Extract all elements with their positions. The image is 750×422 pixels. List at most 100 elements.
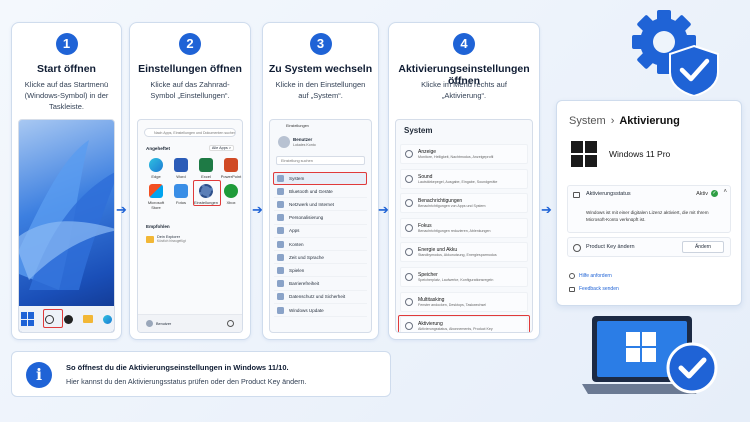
settings-nav-item[interactable]: Konten xyxy=(274,238,367,251)
system-item-icon xyxy=(405,322,413,331)
wallpaper-bloom-icon xyxy=(19,140,114,290)
product-name: Windows 11 Pro xyxy=(609,149,671,159)
settings-nav-item[interactable]: Datenschutz und Sicherheit xyxy=(274,291,367,304)
step-description: Klicke in den Einstellungen auf „System“… xyxy=(275,80,366,100)
chevron-up-icon[interactable]: ˄ xyxy=(723,189,727,195)
product-key-row: Product Key ändern Ändern xyxy=(567,237,731,257)
user-name: Benutzer xyxy=(156,322,172,326)
app-edge[interactable]: Edge xyxy=(143,158,169,179)
system-item-subtitle: Standbymodus, Akkunutzung, Energiesparmo… xyxy=(418,253,497,258)
app-settings[interactable]: Einstellungen xyxy=(193,184,219,205)
search-icon[interactable] xyxy=(45,314,54,324)
app-powerpoint[interactable]: PowerPoint xyxy=(218,158,242,179)
step-4-card: 4 Aktivierungseinstellungen öffnen Klick… xyxy=(388,22,540,340)
change-key-button[interactable]: Ändern xyxy=(682,241,724,253)
start-footer xyxy=(138,314,242,332)
settings-item-label: Netzwerk und Internet xyxy=(289,201,334,207)
laptop-icon xyxy=(582,316,718,394)
system-item-icon xyxy=(405,248,413,257)
breadcrumb-separator: › xyxy=(610,115,615,127)
system-item-subtitle: Speicherplatz, Laufwerke, Konfigurations… xyxy=(418,278,494,282)
settings-nav-item[interactable]: Barrierefreiheit xyxy=(274,278,367,291)
system-item-subtitle: Aktivierungsstatus, Abonnements, Product… xyxy=(418,327,493,332)
power-icon[interactable] xyxy=(227,320,234,327)
activation-panel: System › Aktivierung Windows 11 Pro Akti… xyxy=(556,100,742,306)
settings-screenshot: Einstellungen Benutzer Lokales Konto Ein… xyxy=(269,119,372,333)
task-view-icon[interactable] xyxy=(64,314,73,324)
settings-item-icon xyxy=(277,240,284,248)
settings-item-label: Spielen xyxy=(289,267,305,273)
start-search-input[interactable]: Nach Apps, Einstellungen und Dokumenten … xyxy=(144,128,236,137)
step-number: 1 xyxy=(55,33,78,55)
gear-icon xyxy=(199,184,213,198)
system-item-icon xyxy=(405,174,413,183)
app-xbox[interactable]: Xbox xyxy=(218,184,242,205)
breadcrumb: System › Aktivierung xyxy=(569,115,680,127)
system-title: System xyxy=(404,126,433,135)
arrow-right-icon: ➔ xyxy=(252,202,263,217)
settings-item-icon xyxy=(277,187,284,195)
step-title: Start öffnen xyxy=(37,63,96,75)
recommended-label: Empfohlen xyxy=(146,224,170,229)
settings-nav-item[interactable]: Apps xyxy=(274,225,367,238)
system-item-title: Speicher xyxy=(418,272,438,278)
settings-nav-item[interactable]: Spielen xyxy=(274,264,367,278)
settings-nav-item[interactable]: Personalisierung xyxy=(274,212,367,225)
app-excel[interactable]: Excel xyxy=(193,158,219,179)
help-link[interactable]: Hilfe anfordern xyxy=(569,273,612,279)
step-3-card: 3 Zu System wechseln Klicke in den Einst… xyxy=(262,22,379,340)
step-number: 2 xyxy=(179,33,201,55)
feedback-link[interactable]: Feedback senden xyxy=(569,286,619,292)
settings-item-icon xyxy=(277,280,284,288)
settings-nav-item[interactable]: Netzwerk und Internet xyxy=(274,198,367,212)
step-description: Klicke im Menü rechts auf „Aktivierung“. xyxy=(421,80,507,100)
user-avatar[interactable] xyxy=(146,320,153,327)
step-title: Einstellungen öffnen xyxy=(138,63,242,75)
system-highlight xyxy=(273,172,367,185)
app-store[interactable]: Microsoft Store xyxy=(143,184,169,210)
status-section: Aktivierungsstatus Aktiv ✓ ˄ Windows ist… xyxy=(567,185,731,233)
settings-nav-item[interactable]: Bluetooth und Geräte xyxy=(274,185,367,199)
settings-item-icon xyxy=(277,306,284,314)
settings-search-input[interactable]: Einstellung suchen xyxy=(276,156,365,165)
step-title: Aktivierungseinstellungen öffnen xyxy=(398,63,530,87)
status-value: Aktiv xyxy=(696,191,708,197)
app-word[interactable]: Word xyxy=(168,158,194,179)
settings-item-label: Bluetooth und Geräte xyxy=(289,188,333,194)
step-description: Klicke auf das Zahnrad-Symbol „Einstellu… xyxy=(150,80,230,100)
step-number: 4 xyxy=(453,33,475,55)
pinned-label: Angeheftet xyxy=(146,146,170,151)
system-item-title: Aktivierung xyxy=(418,321,443,328)
settings-item-icon xyxy=(277,174,284,182)
system-item-title: Fokus xyxy=(418,222,432,229)
user-sub: Lokales Konto xyxy=(293,143,316,147)
user-avatar xyxy=(278,136,290,148)
step-2-card: 2 Einstellungen öffnen Klicke auf das Za… xyxy=(129,22,251,340)
settings-item-icon xyxy=(277,293,284,301)
system-item-title: Benachrichtigungen xyxy=(418,198,463,205)
system-item-icon xyxy=(405,150,413,158)
app-photos[interactable]: Fotos xyxy=(168,184,194,205)
file-explorer-icon[interactable] xyxy=(83,315,93,323)
arrow-right-icon: ➔ xyxy=(541,202,552,217)
arrow-right-icon: ➔ xyxy=(116,202,127,217)
all-apps-button[interactable]: Alle Apps > xyxy=(208,145,234,151)
settings-nav-item[interactable]: Zeit und Sprache xyxy=(274,251,367,265)
breadcrumb-current: Aktivierung xyxy=(619,115,680,127)
breadcrumb-parent[interactable]: System xyxy=(569,115,606,127)
settings-item-icon xyxy=(277,214,284,222)
product-key-label: Product Key ändern xyxy=(586,244,635,250)
edge-icon[interactable] xyxy=(103,314,112,324)
settings-nav-item[interactable]: Windows Update xyxy=(274,304,367,317)
settings-item-label: Konten xyxy=(289,241,304,247)
windows-start-icon[interactable] xyxy=(21,312,35,326)
